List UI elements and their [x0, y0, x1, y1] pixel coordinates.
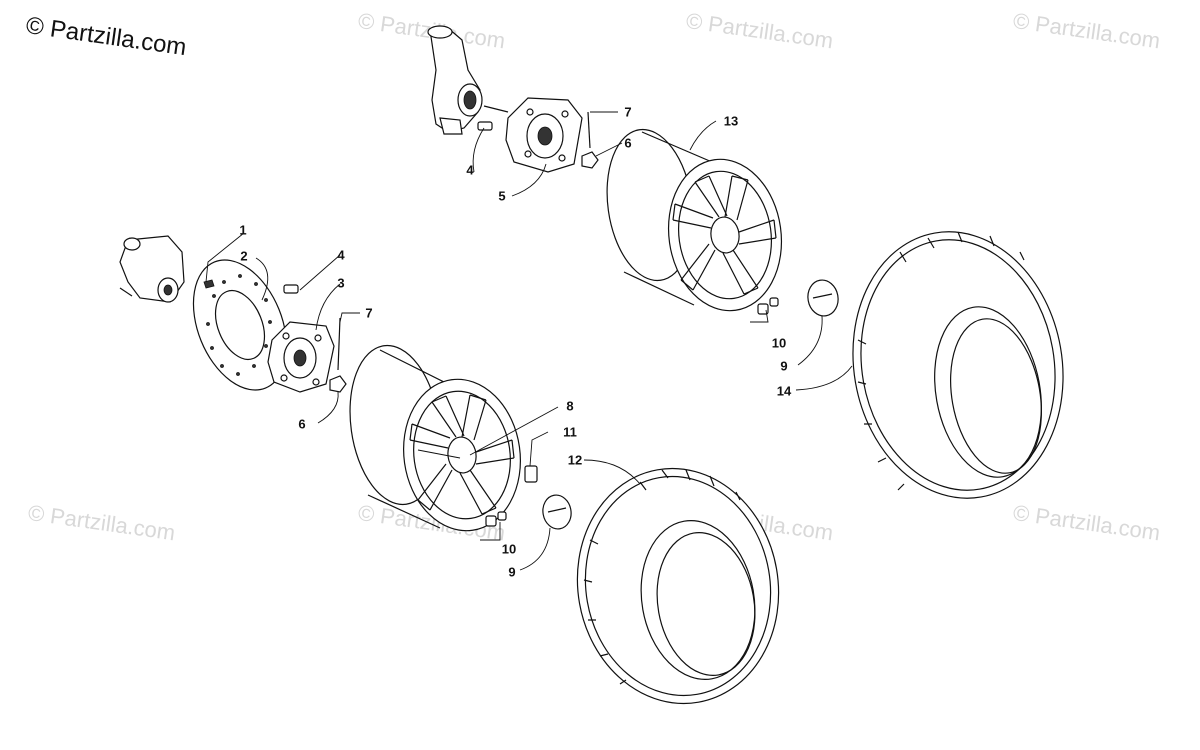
callout-10b: 10	[501, 541, 517, 557]
tire-rear	[852, 231, 1064, 499]
hub-cap-rear	[807, 279, 839, 317]
callout-14: 14	[776, 383, 792, 399]
callout-11: 11	[563, 424, 577, 440]
callout-10a: 10	[771, 335, 787, 351]
disc-bolt	[203, 279, 215, 289]
callout-9a: 9	[780, 358, 788, 374]
hub-cap-front	[542, 494, 572, 530]
steering-knuckle-left	[119, 235, 185, 303]
wheel-front	[349, 344, 522, 532]
callout-6a: 6	[624, 135, 632, 151]
lug-nuts-rear	[757, 297, 779, 315]
callout-13: 13	[723, 113, 739, 129]
tire-front	[576, 467, 780, 705]
callout-7b: 7	[365, 305, 373, 321]
callout-5: 5	[498, 188, 506, 204]
callout-4a: 4	[337, 247, 345, 263]
hub-left	[267, 321, 335, 393]
hub-upper	[483, 97, 583, 173]
stud-upper	[477, 121, 493, 131]
leader-lines	[205, 111, 853, 571]
callout-6b: 6	[298, 416, 306, 432]
nut-upper	[581, 151, 599, 169]
cotter-pin-left	[337, 317, 341, 371]
wheel-rear	[606, 128, 783, 312]
valve-stem-front	[524, 465, 538, 483]
steering-knuckle-upper	[427, 25, 483, 135]
callout-3: 3	[337, 275, 345, 291]
callout-8: 8	[566, 398, 574, 414]
callout-4b: 4	[466, 162, 474, 178]
brake-disc	[192, 259, 288, 391]
stud-left	[283, 284, 299, 294]
callout-7a: 7	[624, 104, 632, 120]
callout-9b: 9	[508, 564, 516, 580]
callout-1: 1	[239, 222, 247, 238]
nut-left	[329, 375, 347, 393]
callout-2: 2	[240, 248, 248, 264]
cotter-pin-upper	[587, 111, 591, 149]
callout-12: 12	[567, 452, 583, 468]
lug-nuts-front	[485, 511, 507, 527]
